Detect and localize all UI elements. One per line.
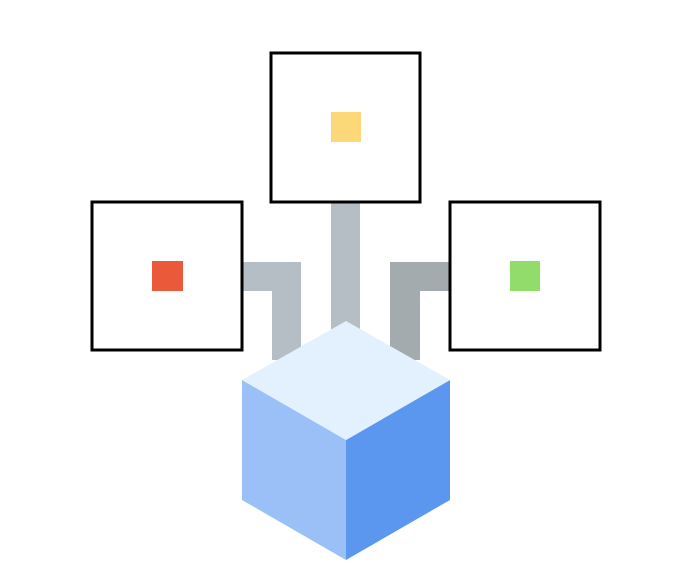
node-top[interactable] — [269, 51, 422, 204]
node-right[interactable] — [448, 200, 602, 352]
node-right-marker — [510, 261, 540, 291]
node-left[interactable] — [90, 200, 244, 352]
cube-top-face — [242, 321, 450, 440]
hub-cube[interactable] — [242, 321, 450, 560]
connectors — [242, 202, 449, 360]
node-top-marker — [331, 112, 361, 142]
node-left-marker — [152, 261, 183, 291]
connector-left — [242, 262, 301, 360]
connector-right — [390, 262, 449, 360]
connector-center — [331, 202, 360, 340]
